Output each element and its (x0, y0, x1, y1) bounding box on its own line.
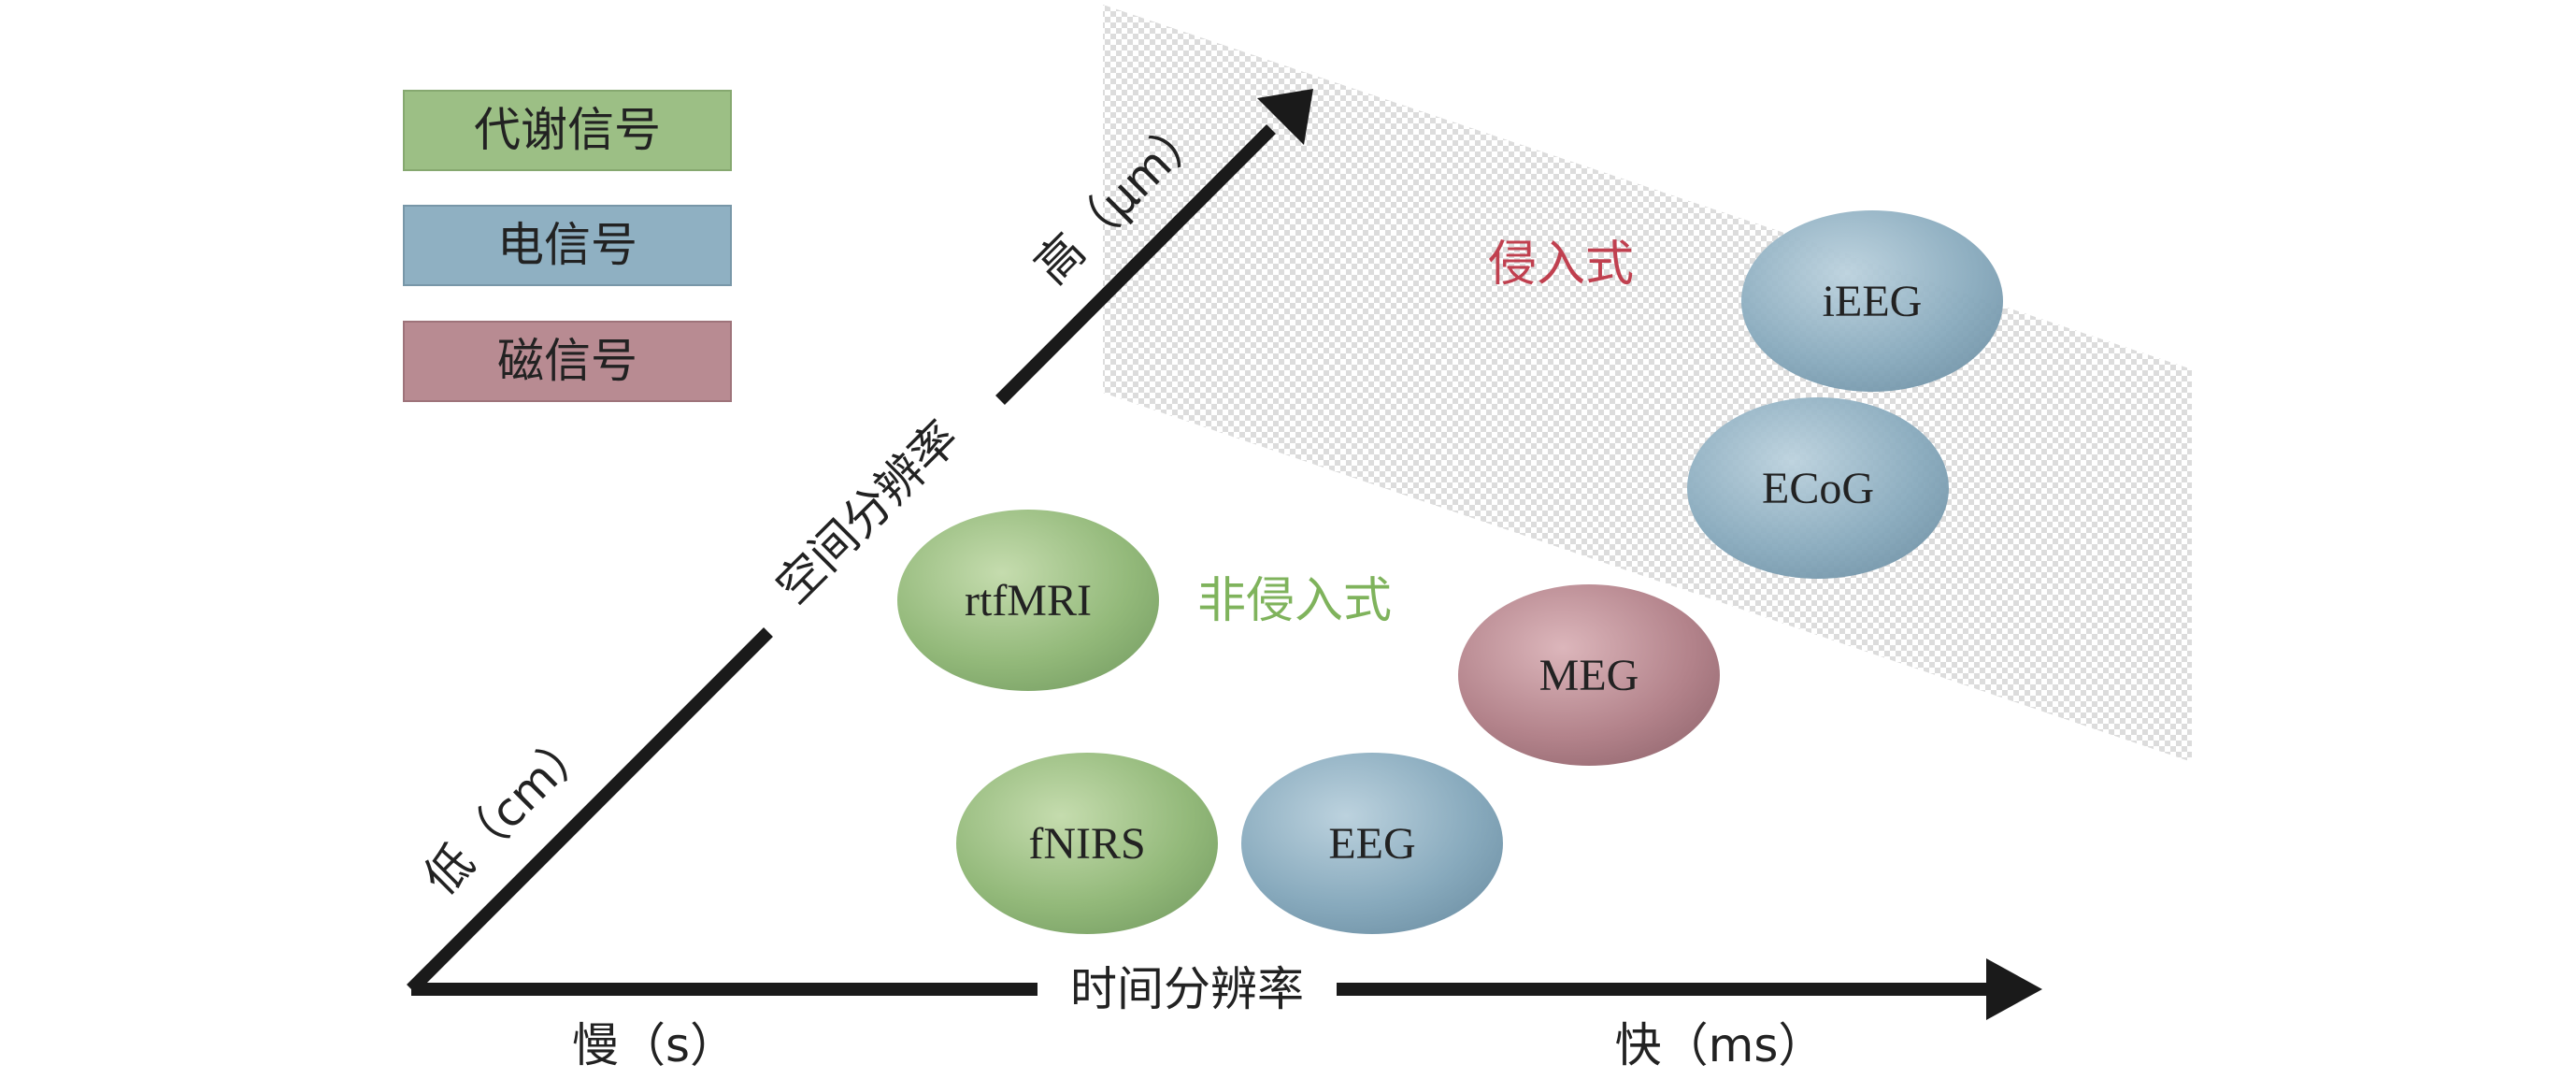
invasive-region (1103, 5, 2192, 762)
legend-swatch-metabolic (403, 90, 732, 171)
node-ecog: ECoG (1687, 397, 1949, 579)
legend-swatch-electric (403, 205, 732, 286)
x-axis: 时间分辨率 慢（s） 快（ms） (411, 958, 2042, 1072)
node-eeg-label: EEG (1328, 819, 1415, 869)
node-meg-ellipse (1458, 584, 1720, 766)
x-axis-arrowhead (1986, 958, 2042, 1020)
node-ieeg: iEEG (1741, 210, 2003, 392)
node-meg: MEG (1458, 584, 1720, 766)
legend-swatch-magnetic (403, 321, 732, 402)
node-ieeg-ellipse (1741, 210, 2003, 392)
legend-label-magnetic: 磁信号 (497, 334, 637, 388)
node-rtfmri-ellipse (897, 510, 1159, 691)
node-rtfmri-label: rtfMRI (965, 576, 1092, 626)
y-axis-low-label: 低（cm） (413, 717, 601, 905)
legend: 代谢信号 电信号 磁信号 (403, 90, 732, 402)
x-axis-title: 时间分辨率 (1070, 962, 1304, 1016)
x-axis-high-label: 快（ms） (1615, 1018, 1825, 1072)
node-eeg-ellipse (1241, 753, 1503, 934)
invasive-label: 侵入式 (1488, 237, 1634, 293)
y-axis-line-upper (995, 124, 1276, 405)
node-fnirs-label: fNIRS (1028, 819, 1145, 869)
node-ieeg-label: iEEG (1823, 277, 1923, 326)
noninvasive-label: 非侵入式 (1197, 573, 1392, 629)
x-axis-low-label: 慢（s） (572, 1018, 737, 1072)
node-ecog-ellipse (1687, 397, 1949, 579)
node-fnirs: fNIRS (956, 753, 1218, 934)
node-fnirs-ellipse (956, 753, 1218, 934)
y-axis-arrowhead (1257, 89, 1313, 145)
legend-label-metabolic: 代谢信号 (474, 103, 661, 157)
node-ecog-label: ECoG (1762, 464, 1874, 513)
node-meg-label: MEG (1539, 651, 1639, 700)
y-axis-line-lower (407, 627, 773, 994)
legend-label-electric: 电信号 (497, 218, 637, 272)
node-eeg: EEG (1241, 753, 1503, 934)
node-rtfmri: rtfMRI (897, 510, 1159, 691)
